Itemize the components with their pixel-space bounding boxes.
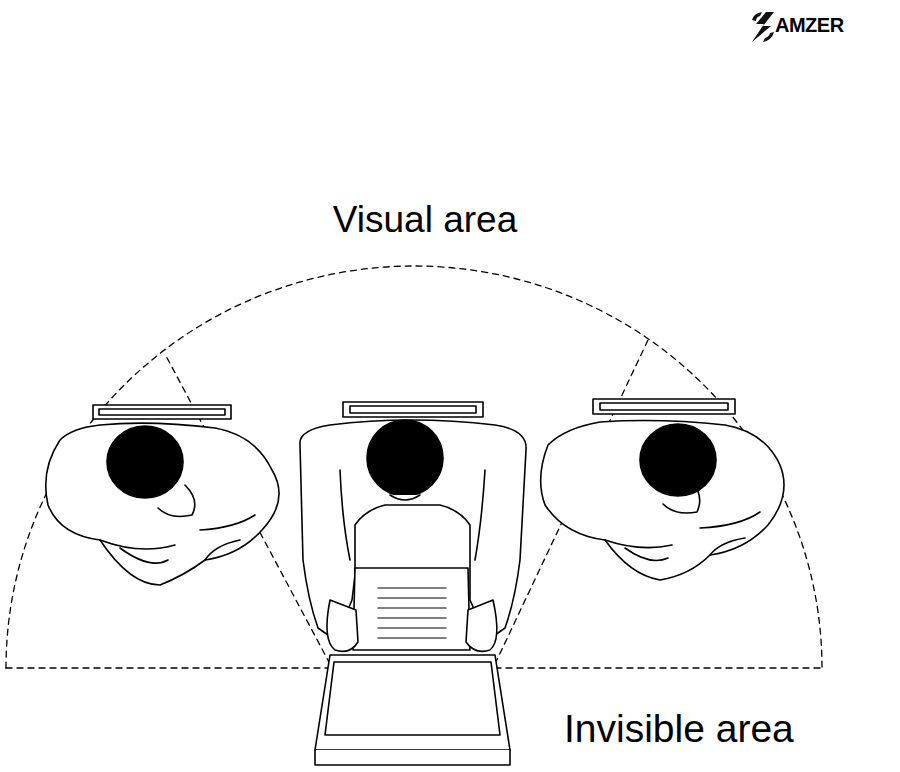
brand-logo-text: AMZER <box>775 14 844 36</box>
zone-label: Invisible area <box>564 708 794 751</box>
left-viewer <box>46 405 279 585</box>
right-viewer <box>541 399 784 580</box>
viewing-zone <box>6 266 822 668</box>
zone-label: Visual area <box>333 200 517 241</box>
tablet-device <box>315 568 510 765</box>
logo-mark <box>752 12 774 42</box>
